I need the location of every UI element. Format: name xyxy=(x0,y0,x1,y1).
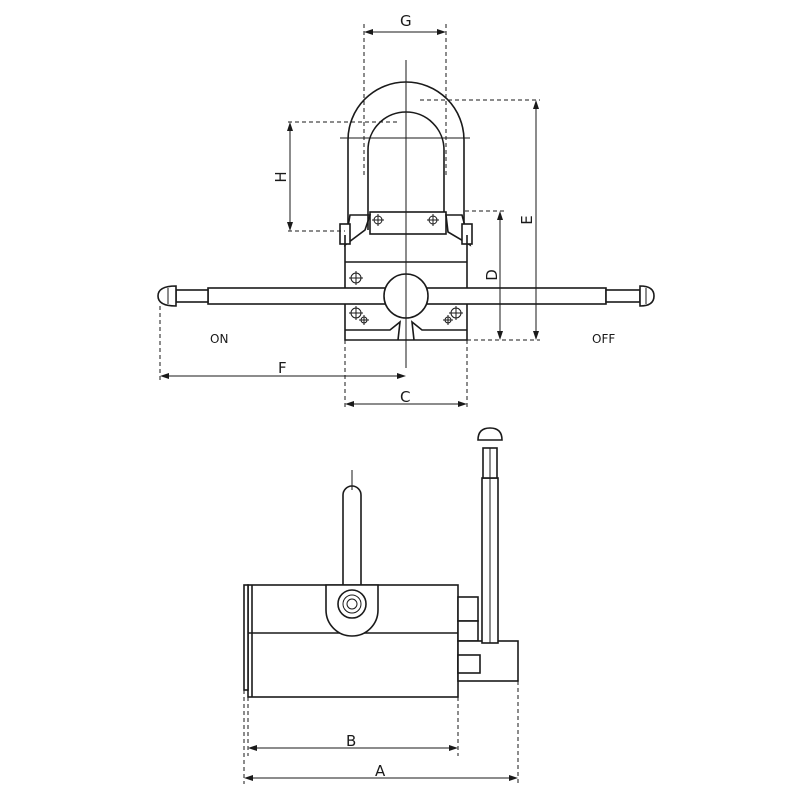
label-g: G xyxy=(400,12,412,30)
dimension-a: A xyxy=(243,681,519,784)
dimension-f: F xyxy=(159,306,406,380)
dimension-c: C xyxy=(344,340,468,410)
label-off: OFF xyxy=(592,332,615,346)
handle-assembly-side xyxy=(457,427,519,682)
body-screws xyxy=(349,271,463,325)
label-f: F xyxy=(278,359,287,377)
magnet-body-side xyxy=(243,584,459,698)
dimension-b: B xyxy=(247,697,459,756)
label-e: E xyxy=(518,215,536,224)
dimension-g: G xyxy=(363,12,447,175)
side-view: B A xyxy=(243,427,519,784)
label-on: ON xyxy=(210,332,228,346)
upper-bracket xyxy=(339,211,473,247)
dimension-h: H xyxy=(272,121,398,232)
top-view: ON OFF G H E xyxy=(157,12,655,410)
dimension-e: E xyxy=(420,99,540,341)
label-h: H xyxy=(272,171,290,182)
shackle-side xyxy=(342,470,362,590)
label-c: C xyxy=(400,388,410,406)
label-d: D xyxy=(483,269,501,281)
label-a: A xyxy=(375,762,386,780)
dimension-d: D xyxy=(465,210,504,340)
label-b: B xyxy=(346,732,356,750)
